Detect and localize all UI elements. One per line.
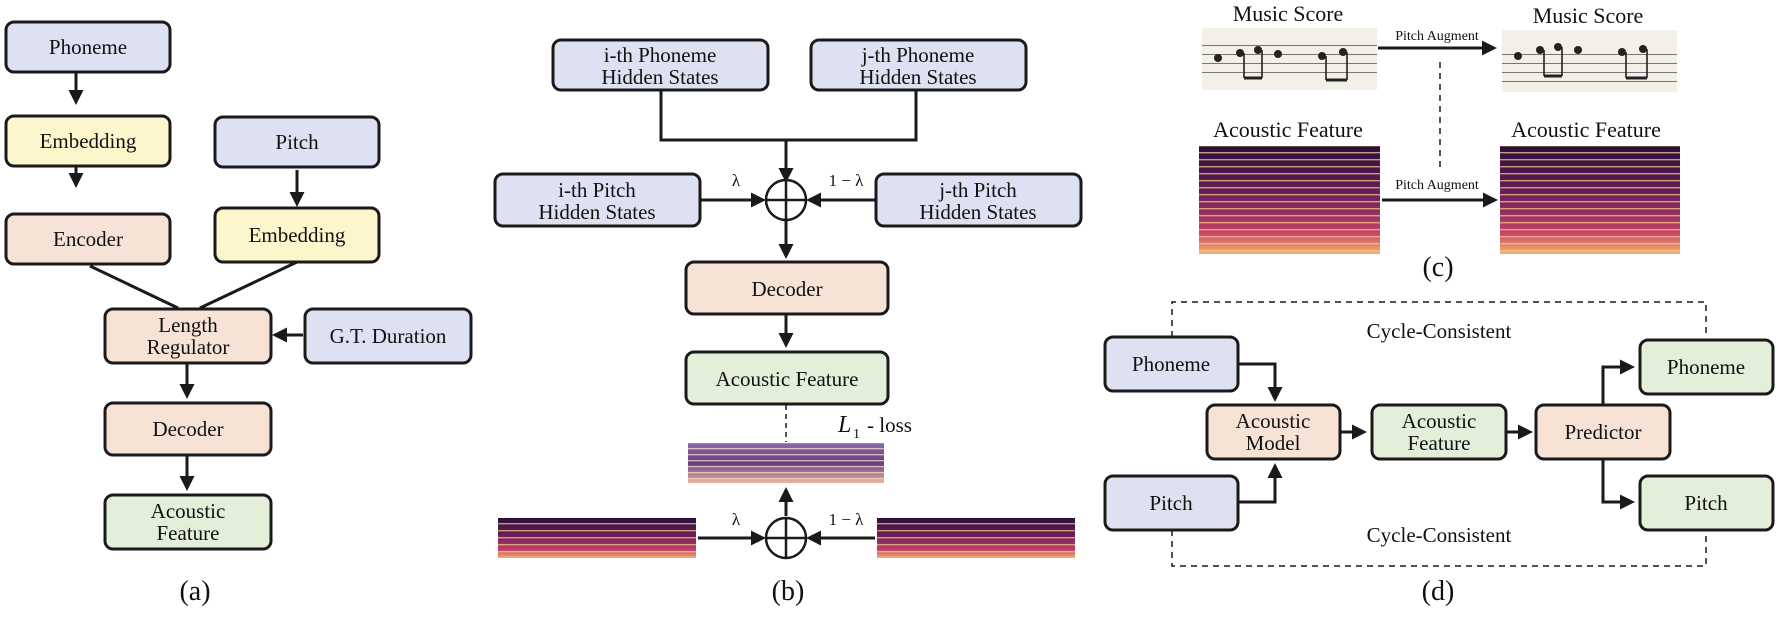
j-pitch-line1: j-th Pitch <box>938 178 1017 202</box>
acoustic-feature-node-d: Acoustic Feature <box>1370 403 1508 461</box>
pitch-node: Pitch <box>213 115 381 169</box>
spectrogram-b-left <box>498 518 696 558</box>
length-regulator-line2: Regulator <box>147 335 230 359</box>
encoder-label: Encoder <box>53 227 123 251</box>
acoustic-feature-node-a: Acoustic Feature <box>103 493 273 551</box>
embedding-right-label: Embedding <box>249 223 346 247</box>
sum-icon-top <box>764 178 808 222</box>
music-score-right-title: Music Score <box>1533 3 1644 28</box>
lambda-top: λ <box>732 171 741 190</box>
panel-b: i-th Phoneme Hidden States j-th Phoneme … <box>493 38 1083 607</box>
spectrogram-c-right <box>1500 146 1680 254</box>
embedding-left-label: Embedding <box>40 129 137 153</box>
i-phoneme-node: i-th Phoneme Hidden States <box>551 38 770 92</box>
j-phoneme-line2: Hidden States <box>859 65 976 89</box>
loss-subscript: 1 <box>853 427 860 442</box>
panel-d: Cycle-Consistent Cycle-Consistent Phonem… <box>1103 301 1775 607</box>
decoder-a-label: Decoder <box>152 417 223 441</box>
sum-icon-bottom <box>764 516 808 560</box>
panel-c-label: (c) <box>1422 252 1453 283</box>
acoustic-feature-d-line2: Feature <box>1408 431 1471 455</box>
pitch-output-node: Pitch <box>1638 474 1775 532</box>
length-regulator-line1: Length <box>158 313 218 337</box>
predictor-node: Predictor <box>1534 403 1672 461</box>
j-phoneme-node: j-th Phoneme Hidden States <box>809 38 1028 92</box>
cycle-consistent-bottom-label: Cycle-Consistent <box>1367 523 1512 547</box>
phoneme-node: Phoneme <box>4 20 172 74</box>
j-pitch-node: j-th Pitch Hidden States <box>874 172 1083 228</box>
arrow-predictor-to-pitch <box>1601 460 1635 510</box>
i-pitch-line2: Hidden States <box>538 200 655 224</box>
pitch-augment-top-label: Pitch Augment <box>1395 29 1479 44</box>
lambda-bottom: λ <box>732 510 741 529</box>
decoder-b-label: Decoder <box>751 277 822 301</box>
acoustic-feature-left-title: Acoustic Feature <box>1213 117 1363 142</box>
length-regulator-node: Length Regulator <box>103 307 273 365</box>
one-minus-lambda-bottom: 1 − λ <box>829 510 865 529</box>
connector-phonemes-to-sum <box>659 87 918 142</box>
one-minus-lambda-top: 1 − λ <box>829 171 865 190</box>
encoder-node: Encoder <box>4 212 172 266</box>
acoustic-feature-right-title: Acoustic Feature <box>1511 117 1661 142</box>
phoneme-output-label: Phoneme <box>1667 355 1745 379</box>
music-score-left <box>1202 28 1377 90</box>
music-score-right <box>1502 30 1677 92</box>
panel-b-label: (b) <box>772 576 805 607</box>
panel-d-label: (d) <box>1422 576 1455 607</box>
music-score-left-title: Music Score <box>1233 1 1344 26</box>
acoustic-feature-node-b: Acoustic Feature <box>684 350 890 406</box>
decoder-node-a: Decoder <box>103 401 273 457</box>
j-phoneme-line1: j-th Phoneme <box>861 43 975 67</box>
pitch-input-node: Pitch <box>1103 474 1240 532</box>
phoneme-label: Phoneme <box>49 35 127 59</box>
loss-symbol: L <box>837 412 851 438</box>
decoder-node-b: Decoder <box>684 260 890 316</box>
pitch-augment-bottom-label: Pitch Augment <box>1395 178 1479 193</box>
j-pitch-line2: Hidden States <box>919 200 1036 224</box>
arrow-pitch-to-model <box>1238 463 1283 504</box>
spectrogram-b-right <box>877 518 1075 558</box>
arrow-embedding-to-regulator <box>199 260 298 310</box>
acoustic-model-line2: Model <box>1246 431 1301 455</box>
cycle-dashed-top <box>1171 301 1707 337</box>
gt-duration-node: G.T. Duration <box>303 307 473 365</box>
spectrogram-c-left <box>1199 146 1380 254</box>
arrow-phoneme-to-model <box>1238 362 1283 402</box>
acoustic-model-node: Acoustic Model <box>1205 403 1342 461</box>
cycle-dashed-bottom <box>1171 530 1707 567</box>
l1-loss-label: L 1 - loss <box>837 412 912 442</box>
acoustic-a-line2: Feature <box>157 521 220 545</box>
pitch-label: Pitch <box>275 130 319 154</box>
acoustic-b-label: Acoustic Feature <box>716 367 859 391</box>
acoustic-a-line1: Acoustic <box>151 499 226 523</box>
acoustic-feature-d-line1: Acoustic <box>1402 409 1477 433</box>
acoustic-model-line1: Acoustic <box>1236 409 1311 433</box>
embedding-node-right: Embedding <box>213 206 381 264</box>
arrow-predictor-to-phoneme <box>1601 359 1635 404</box>
pitch-input-label: Pitch <box>1149 491 1193 515</box>
i-phoneme-line2: Hidden States <box>601 65 718 89</box>
phoneme-input-label: Phoneme <box>1132 352 1210 376</box>
arrow-encoder-to-regulator <box>89 264 179 310</box>
cycle-consistent-top-label: Cycle-Consistent <box>1367 319 1512 343</box>
panel-a: Phoneme Embedding Pitch Encoder Embeddin… <box>4 20 473 607</box>
spectrogram-b-target <box>688 443 884 483</box>
embedding-node-left: Embedding <box>4 114 172 168</box>
i-pitch-line1: i-th Pitch <box>558 178 636 202</box>
phoneme-output-node: Phoneme <box>1638 338 1775 396</box>
panel-c: Music Score Music Score <box>1199 1 1680 283</box>
i-pitch-node: i-th Pitch Hidden States <box>493 172 702 228</box>
predictor-label: Predictor <box>1565 420 1642 444</box>
i-phoneme-line1: i-th Phoneme <box>604 43 717 67</box>
panel-a-label: (a) <box>179 576 210 607</box>
loss-suffix: - loss <box>867 413 912 437</box>
pitch-output-label: Pitch <box>1684 491 1728 515</box>
phoneme-input-node: Phoneme <box>1103 335 1240 393</box>
gt-duration-label: G.T. Duration <box>330 324 447 348</box>
